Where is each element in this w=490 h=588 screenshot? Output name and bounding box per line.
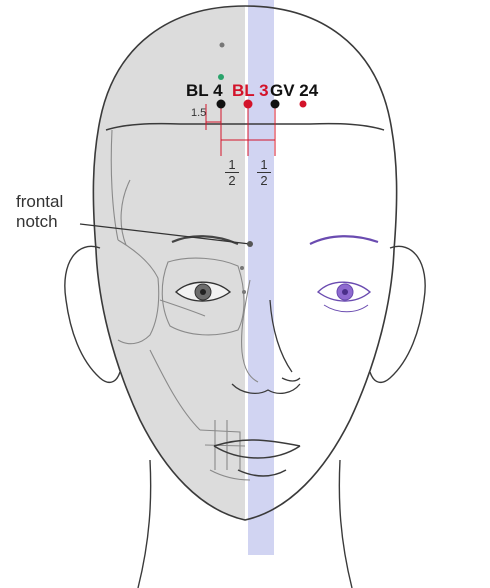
- fraction-half-left: 1 2: [225, 158, 239, 187]
- acupoint-dot-bl3: [244, 100, 253, 109]
- acupoint-label-gv24: GV 24: [270, 82, 318, 99]
- frontal-notch-label-line2: notch: [16, 212, 63, 232]
- acupoint-dot-bl4: [217, 100, 226, 109]
- fraction-half-right-den: 2: [257, 174, 271, 187]
- distance-label-lateral: 1.5: [191, 108, 206, 119]
- acupoint-dot-green: [218, 74, 224, 80]
- fraction-half-right-num: 1: [257, 158, 271, 171]
- fraction-half-right: 1 2: [257, 158, 271, 187]
- acupoint-label-bl4: BL 4: [186, 82, 223, 99]
- fraction-half-left-num: 1: [225, 158, 239, 171]
- acupoint-label-bl3: BL 3: [232, 82, 269, 99]
- acupoint-dot-gv24: [271, 100, 280, 109]
- frontal-notch-label-line1: frontal: [16, 192, 63, 212]
- acupoint-dot-red-2: [300, 101, 307, 108]
- right-eye: [318, 282, 370, 312]
- frontal-notch-dot: [247, 241, 253, 247]
- frontal-notch-label: frontal notch: [16, 192, 63, 232]
- fraction-half-left-den: 2: [225, 174, 239, 187]
